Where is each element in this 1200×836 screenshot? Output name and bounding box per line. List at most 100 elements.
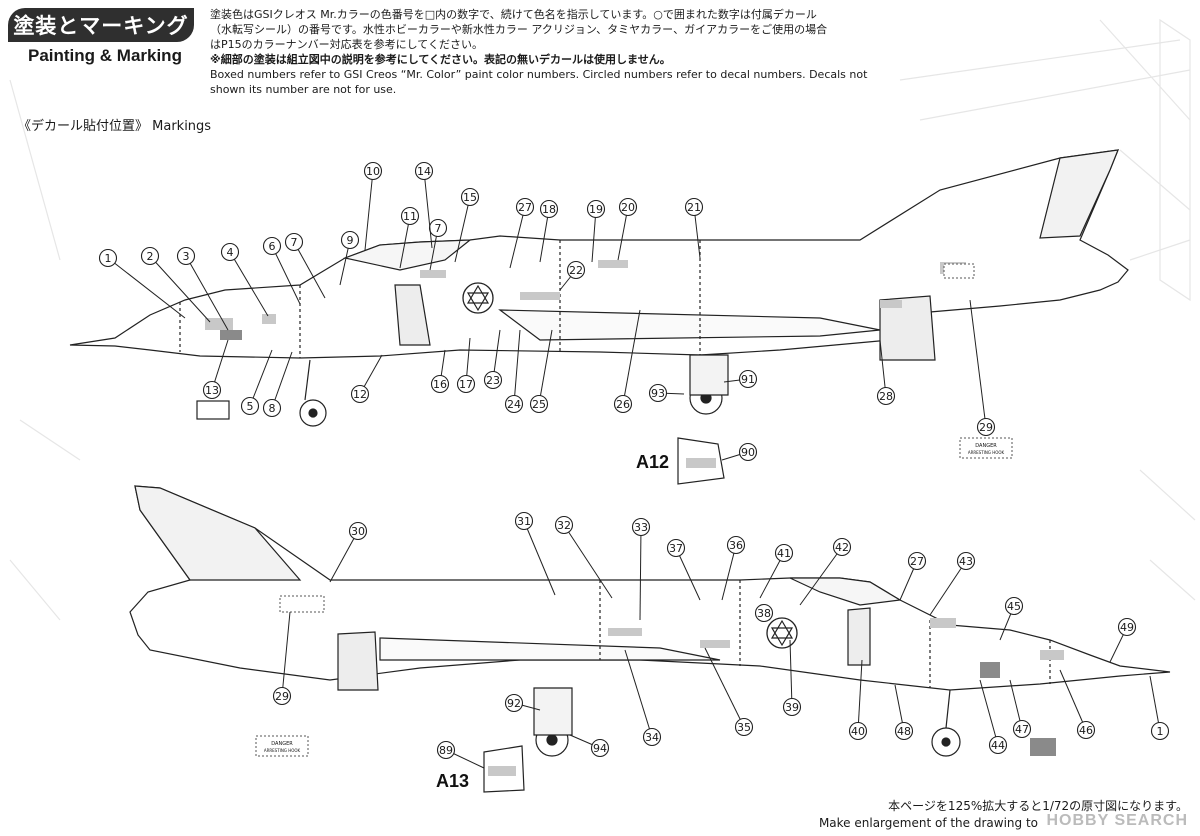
danger-placard-top: DANGER ARRESTING HOOK [943, 263, 1013, 459]
callout-a13: 89 [436, 740, 485, 769]
decal-callout-number: 27 [910, 555, 924, 568]
decal-callout-circle [848, 721, 868, 741]
decal-callout-circle [350, 384, 370, 404]
decal-callout-number: 21 [687, 201, 701, 214]
decal-callout-circle [515, 197, 535, 217]
callout-leader-line [293, 241, 326, 299]
danger-sub-label: ARRESTING HOOK [968, 450, 1005, 455]
callout-leader-line [107, 257, 186, 319]
footer: 本ページを125%拡大すると1/72の原寸図になります。 Make enlarg… [819, 798, 1188, 832]
decal-callout-circle [566, 260, 586, 280]
decal-callout-number: 35 [737, 721, 751, 734]
decal-callout-number: 44 [991, 739, 1005, 752]
callout-leader-line [979, 679, 999, 746]
footer-jp: 本ページを125%拡大すると1/72の原寸図になります。 [888, 799, 1188, 813]
decal-callout-number: 26 [616, 398, 630, 411]
decal-callout-circle [586, 199, 606, 219]
decal-callout-circle [988, 735, 1008, 755]
decal-callout-circle [738, 442, 758, 462]
decal-callout-number: 28 [879, 390, 893, 403]
danger-label: DANGER [271, 741, 293, 747]
decal-callout-circle [613, 394, 633, 414]
decal-callout-circle [400, 206, 420, 226]
decal-callout-number: 17 [459, 378, 473, 391]
decal-callout-circle [774, 543, 794, 563]
intro-jp-line: はP15のカラーナンバー対応表を参考にしてください。 [210, 38, 483, 51]
decal-13-box [196, 400, 230, 420]
markings-title: 《デカール貼付位置》 Markings [18, 119, 212, 134]
decal-callout-circle [631, 517, 651, 537]
callout-leader-line [969, 299, 987, 428]
decal-callout-number: 1 [105, 252, 112, 265]
callout-leader-line [879, 339, 887, 397]
decal-callout-number: 3 [183, 250, 190, 263]
decal-callout-number: 49 [1120, 621, 1134, 634]
part-a13: A13 [436, 745, 525, 793]
intro-jp-note: ※細部の塗装は組立図中の説明を参考にしてください。表記の無いデカールは使用しませ… [210, 53, 671, 66]
callout-leader-line [454, 196, 471, 263]
decal-callout-circle [456, 374, 476, 394]
decal-callout-circle [202, 380, 222, 400]
section-subtitle: Painting & Marking [28, 46, 182, 65]
decal-callout-circle [956, 551, 976, 571]
decal-callout-number: 15 [463, 191, 477, 204]
decal-callout-number: 12 [353, 388, 367, 401]
part-a13-label: A13 [436, 771, 469, 791]
callout-leader-line [229, 251, 269, 317]
section-badge: 塗装とマーキング [8, 8, 194, 42]
decal-callout-circle [782, 697, 802, 717]
decal-callout-number: 7 [435, 222, 442, 235]
decal-callout-circle [529, 394, 549, 414]
callout-leader-line [523, 520, 556, 596]
callout-leader-line [929, 560, 967, 616]
intro-jp-line: 塗装色はGSIクレオス Mr.カラーの色番号を□内の数字で、続けて色名を指示して… [210, 8, 817, 21]
decal-callout-circle [907, 551, 927, 571]
decal-callout-number: 29 [979, 421, 993, 434]
callout-leader-line [857, 659, 863, 732]
callout-leader-line [538, 329, 553, 405]
decal-callout-number: 45 [1007, 600, 1021, 613]
decal-callout-number: 89 [439, 744, 453, 757]
decal-callout-number: 39 [785, 701, 799, 714]
decal-callout-circle [504, 693, 524, 713]
decal-callout-circle [272, 686, 292, 706]
decal-callout-circle [832, 537, 852, 557]
decal-callout-circle [734, 717, 754, 737]
decal-callout-circle [618, 197, 638, 217]
decal-callout-number: 43 [959, 555, 973, 568]
decal-callout-number: 4 [227, 246, 234, 259]
decal-callout-circle [642, 727, 662, 747]
decal-callout-number: 27 [518, 201, 532, 214]
callout-leader-line [639, 526, 642, 621]
decal-callout-number: 6 [269, 240, 276, 253]
callout-leader-line [185, 255, 229, 331]
callout-leader-line [622, 309, 641, 405]
decal-callout-number: 41 [777, 547, 791, 560]
decal-callout-circle [460, 187, 480, 207]
callout-leader-line [789, 639, 793, 708]
callout-leader-line [271, 351, 293, 409]
decal-callout-circle [262, 398, 282, 418]
danger-sub-label: ARRESTING HOOK [264, 748, 301, 753]
decal-callout-circle [340, 230, 360, 250]
decal-callout-number: 22 [569, 264, 583, 277]
decal-callout-number: 31 [517, 515, 531, 528]
callout-leader-line [513, 329, 521, 405]
decal-callout-circle [554, 515, 574, 535]
callout-a12: 90 [721, 442, 758, 462]
decal-callout-circle [436, 740, 456, 760]
decal-callout-number: 46 [1079, 724, 1093, 737]
callout-leader-line [624, 649, 653, 738]
callout-leader-line [675, 547, 701, 601]
decal-callout-number: 32 [557, 519, 571, 532]
roundel-top [462, 282, 494, 314]
decal-callout-number: 33 [634, 521, 648, 534]
callout-leader-line [704, 647, 745, 728]
decal-callout-number: 94 [593, 742, 607, 755]
callout-leader-line [563, 524, 613, 599]
part-a12-label: A12 [636, 452, 669, 472]
decal-callout-number: 93 [651, 387, 665, 400]
decal-callout-number: 1 [1157, 725, 1164, 738]
decal-callout-number: 91 [741, 373, 755, 386]
decal-callout-circle [504, 394, 524, 414]
